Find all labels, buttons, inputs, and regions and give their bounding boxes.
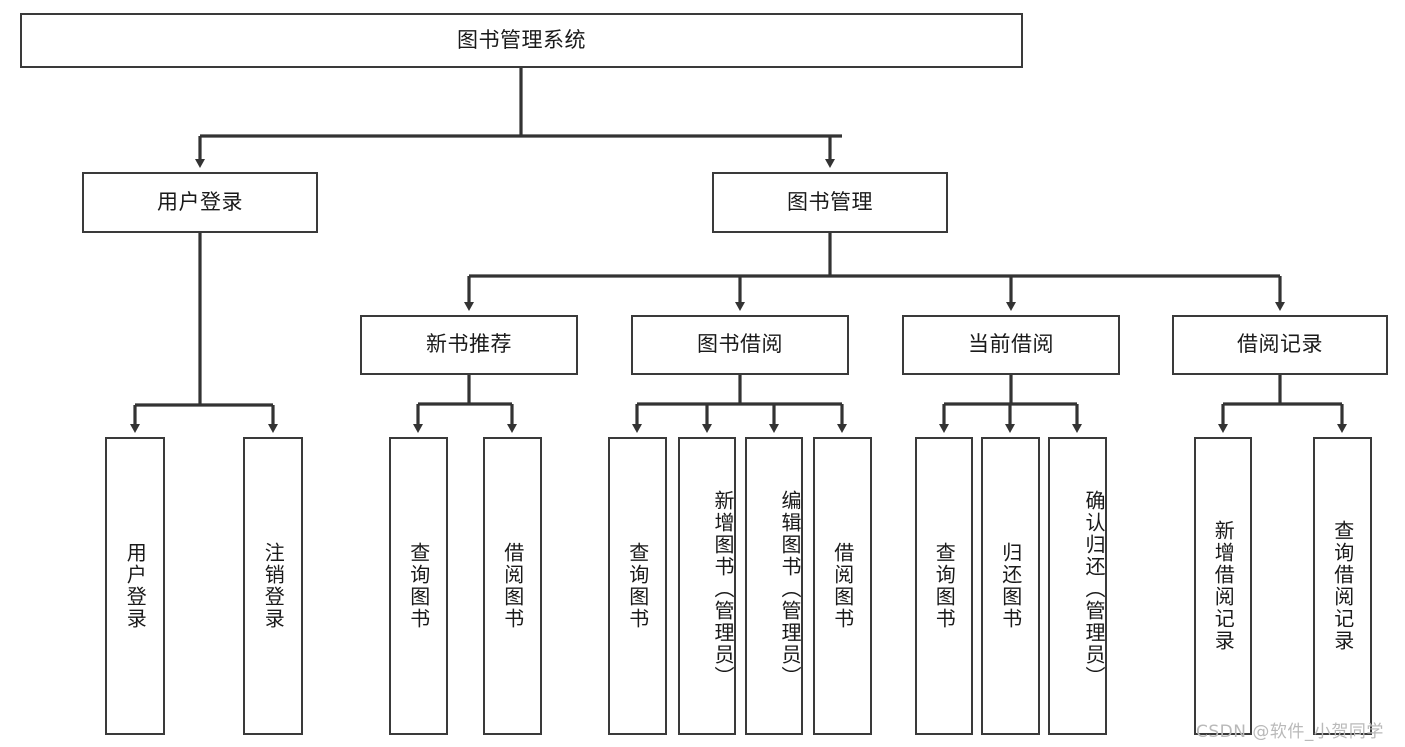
node-new-book-recommend-label: 新书推荐 [426,332,512,357]
leaf-query-book-current[interactable]: 查询图书 [915,437,973,735]
leaf-query-book-borrow[interactable]: 查询图书 [608,437,667,735]
leaf-user-login[interactable]: 用户登录 [105,437,165,735]
leaf-logout[interactable]: 注销登录 [243,437,303,735]
leaf-borrow-book-borrow-label: 借阅图书 [830,542,855,630]
leaf-edit-book-admin[interactable]: 编辑图书（管理员） [745,437,803,735]
leaf-user-login-label: 用户登录 [123,542,148,630]
node-book-manage[interactable]: 图书管理 [712,172,948,233]
csdn-watermark: CSDN @软件_小贺同学 [1196,722,1384,742]
node-book-borrow-label: 图书借阅 [697,332,783,357]
leaf-borrow-book-newbook[interactable]: 借阅图书 [483,437,542,735]
leaf-confirm-return-admin-label: 确认归还（管理员） [1082,490,1106,688]
node-current-borrow-label: 当前借阅 [968,332,1054,357]
leaf-query-borrow-record-label: 查询借阅记录 [1330,520,1355,652]
leaf-add-book-admin-label: 新增图书（管理员） [711,490,735,688]
leaf-query-book-newbook[interactable]: 查询图书 [389,437,448,735]
leaf-borrow-book-borrow[interactable]: 借阅图书 [813,437,872,735]
leaf-add-book-admin[interactable]: 新增图书（管理员） [678,437,736,735]
node-user-login-label: 用户登录 [157,189,243,214]
node-current-borrow[interactable]: 当前借阅 [902,315,1120,375]
leaf-query-borrow-record[interactable]: 查询借阅记录 [1313,437,1372,735]
leaf-borrow-book-newbook-label: 借阅图书 [500,542,525,630]
node-borrow-record[interactable]: 借阅记录 [1172,315,1388,375]
leaf-add-borrow-record[interactable]: 新增借阅记录 [1194,437,1252,735]
leaf-add-borrow-record-label: 新增借阅记录 [1211,520,1236,652]
leaf-logout-label: 注销登录 [261,542,286,630]
leaf-query-book-current-label: 查询图书 [932,542,957,630]
leaf-return-book-label: 归还图书 [998,542,1023,630]
node-book-borrow[interactable]: 图书借阅 [631,315,849,375]
node-book-manage-label: 图书管理 [787,189,873,214]
node-user-login[interactable]: 用户登录 [82,172,318,233]
node-root[interactable]: 图书管理系统 [20,13,1023,68]
leaf-query-book-borrow-label: 查询图书 [625,542,650,630]
leaf-confirm-return-admin[interactable]: 确认归还（管理员） [1048,437,1107,735]
leaf-query-book-newbook-label: 查询图书 [406,542,431,630]
node-new-book-recommend[interactable]: 新书推荐 [360,315,578,375]
leaf-return-book[interactable]: 归还图书 [981,437,1040,735]
node-root-label: 图书管理系统 [457,27,586,52]
node-borrow-record-label: 借阅记录 [1237,332,1323,357]
leaf-edit-book-admin-label: 编辑图书（管理员） [778,490,802,688]
